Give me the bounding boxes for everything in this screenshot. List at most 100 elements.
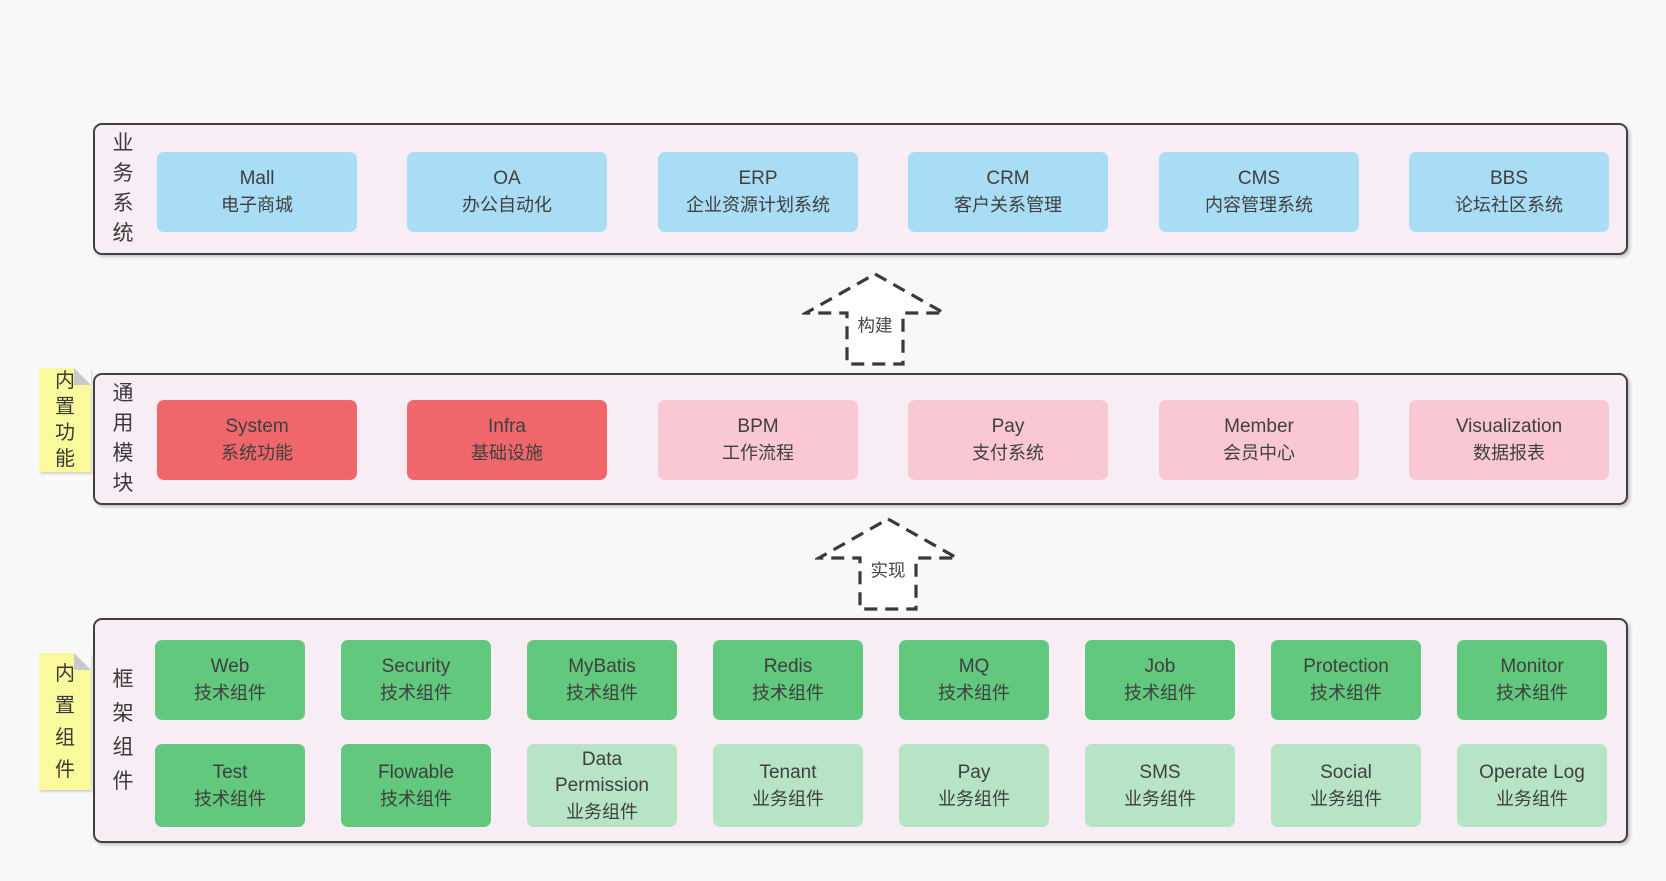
box-web: Web 技术组件 — [155, 640, 305, 720]
box-title: ERP — [738, 168, 778, 189]
band-label-text: 框架组件 — [112, 667, 134, 793]
box-title: Tenant — [759, 761, 817, 783]
box-title: BPM — [737, 416, 779, 437]
box-redis: Redis 技术组件 — [713, 640, 863, 720]
box-cms: CMS 内容管理系统 — [1159, 152, 1359, 232]
box-subtitle: 基础设施 — [471, 443, 543, 463]
box-title: System — [225, 416, 289, 437]
box-title: Mall — [239, 168, 275, 189]
box-test: Test 技术组件 — [155, 744, 305, 827]
box-subtitle: 系统功能 — [221, 443, 293, 463]
box-data-permission: Data Permission 业务组件 — [527, 744, 677, 827]
box-subtitle: 客户关系管理 — [954, 195, 1062, 215]
box-oa: OA 办公自动化 — [407, 152, 607, 232]
box-subtitle: 办公自动化 — [462, 195, 552, 215]
box-infra: Infra 基础设施 — [407, 400, 607, 480]
box-subtitle: 技术组件 — [938, 683, 1010, 703]
box-subtitle: 技术组件 — [380, 683, 452, 703]
box-title: Pay — [991, 416, 1025, 437]
box-mybatis: MyBatis 技术组件 — [527, 640, 677, 720]
box-title: Security — [381, 656, 451, 677]
box-protection: Protection 技术组件 — [1271, 640, 1421, 720]
box-monitor: Monitor 技术组件 — [1457, 640, 1607, 720]
box-subtitle: 技术组件 — [1496, 683, 1568, 703]
band-label-business-systems: 业务系统 — [97, 125, 149, 253]
box-title: SMS — [1139, 761, 1181, 783]
band-label-text: 业务系统 — [112, 132, 134, 245]
band-label-common-modules: 通用模块 — [97, 375, 149, 503]
box-title: MyBatis — [568, 656, 636, 677]
arrow-label: 构建 — [854, 312, 896, 338]
box-subtitle: 技术组件 — [566, 683, 638, 703]
box-subtitle: 数据报表 — [1473, 443, 1545, 463]
box-pay-business: Pay 业务组件 — [899, 744, 1049, 827]
box-subtitle: 业务组件 — [566, 801, 638, 822]
box-title: Operate Log — [1479, 761, 1585, 783]
box-title: Social — [1320, 761, 1372, 783]
box-subtitle: 支付系统 — [972, 443, 1044, 463]
arrow-implement: 实现 — [815, 516, 961, 612]
box-title: Flowable — [377, 761, 455, 783]
box-subtitle: 电子商城 — [221, 195, 293, 215]
box-subtitle: 内容管理系统 — [1205, 195, 1313, 215]
box-title: BBS — [1489, 168, 1529, 189]
box-erp: ERP 企业资源计划系统 — [658, 152, 858, 232]
sticky-note-text: 内置组件 — [55, 662, 75, 781]
box-subtitle: 业务组件 — [1124, 788, 1196, 809]
box-subtitle: 技术组件 — [1310, 683, 1382, 703]
box-subtitle: 会员中心 — [1223, 443, 1295, 463]
box-title: Web — [210, 656, 250, 677]
band-label-text: 通用模块 — [112, 382, 134, 495]
sticky-note-builtin-components: 内置组件 — [39, 653, 91, 790]
box-subtitle: 技术组件 — [752, 683, 824, 703]
arrow-build: 构建 — [802, 271, 948, 367]
box-subtitle: 业务组件 — [752, 788, 824, 809]
box-subtitle: 技术组件 — [1124, 683, 1196, 703]
box-crm: CRM 客户关系管理 — [908, 152, 1108, 232]
band-label-framework-components: 框架组件 — [97, 620, 149, 841]
box-title: OA — [493, 168, 521, 189]
box-subtitle: 业务组件 — [1496, 788, 1568, 809]
box-mq: MQ 技术组件 — [899, 640, 1049, 720]
box-social: Social 业务组件 — [1271, 744, 1421, 827]
box-operate-log: Operate Log 业务组件 — [1457, 744, 1607, 827]
box-subtitle: 论坛社区系统 — [1455, 195, 1563, 215]
band-business-systems: 业务系统 Mall 电子商城 OA 办公自动化 ERP 企业资源计划系统 CRM… — [93, 123, 1628, 255]
box-title: Pay — [957, 761, 991, 783]
box-title: Redis — [763, 656, 813, 677]
band-framework-components: 框架组件 Web 技术组件 Security 技术组件 MyBatis 技术组件… — [93, 618, 1628, 843]
box-flowable: Flowable 技术组件 — [341, 744, 491, 827]
box-title: CMS — [1237, 168, 1281, 189]
sticky-note-text: 内置功能 — [55, 370, 75, 470]
box-title: Infra — [487, 416, 527, 437]
box-tenant: Tenant 业务组件 — [713, 744, 863, 827]
sticky-note-builtin-features: 内置功能 — [39, 368, 91, 472]
box-system: System 系统功能 — [157, 400, 357, 480]
box-title: Member — [1224, 416, 1294, 437]
box-mall: Mall 电子商城 — [157, 152, 357, 232]
box-pay-system: Pay 支付系统 — [908, 400, 1108, 480]
box-security: Security 技术组件 — [341, 640, 491, 720]
box-bpm: BPM 工作流程 — [658, 400, 858, 480]
band-common-modules: 通用模块 System 系统功能 Infra 基础设施 BPM 工作流程 Pay… — [93, 373, 1628, 505]
box-subtitle: 技术组件 — [194, 788, 266, 809]
box-visualization: Visualization 数据报表 — [1409, 400, 1609, 480]
box-title: Job — [1144, 656, 1176, 677]
box-subtitle: 技术组件 — [380, 788, 452, 809]
box-title: CRM — [986, 168, 1030, 189]
box-subtitle: 业务组件 — [1310, 788, 1382, 809]
box-member: Member 会员中心 — [1159, 400, 1359, 480]
box-title: Test — [212, 761, 248, 783]
box-job: Job 技术组件 — [1085, 640, 1235, 720]
box-title: Visualization — [1455, 416, 1563, 437]
box-bbs: BBS 论坛社区系统 — [1409, 152, 1609, 232]
box-title: MQ — [958, 656, 990, 677]
box-title: Protection — [1303, 656, 1389, 677]
box-subtitle: 工作流程 — [722, 443, 794, 463]
box-title: Monitor — [1500, 656, 1564, 677]
box-title: Data Permission — [555, 748, 649, 796]
box-sms: SMS 业务组件 — [1085, 744, 1235, 827]
arrow-label: 实现 — [867, 557, 909, 583]
box-subtitle: 技术组件 — [194, 683, 266, 703]
